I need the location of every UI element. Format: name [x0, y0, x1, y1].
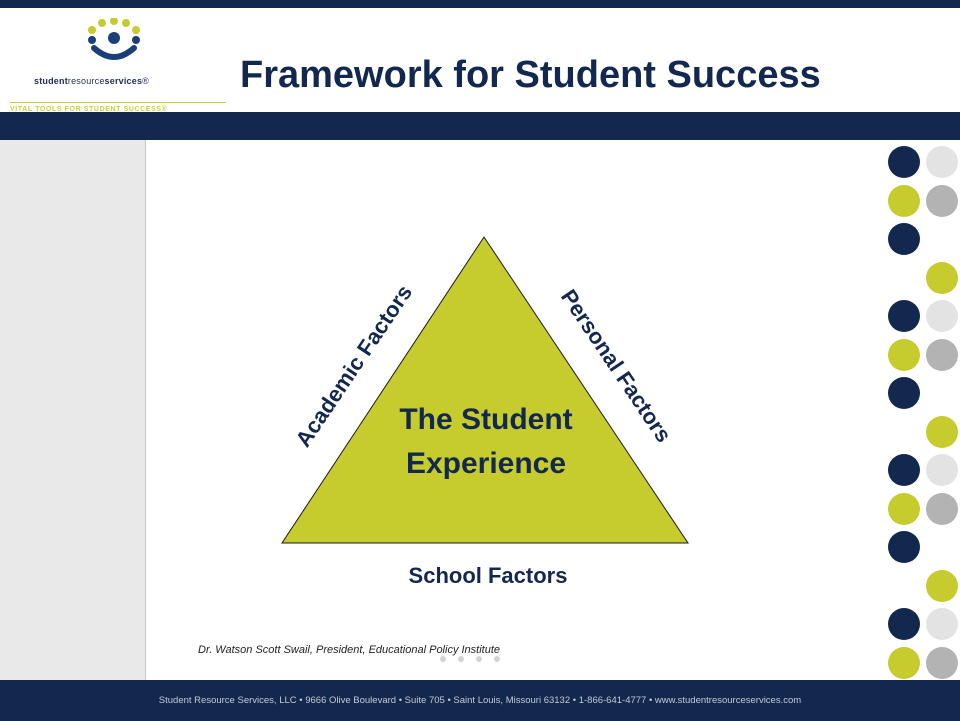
decorative-dot	[888, 338, 920, 371]
logo: studentresourceservices® VITAL TOOLS FOR…	[10, 18, 230, 118]
decorative-dot	[926, 608, 958, 640]
footer-address: Student Resource Services, LLC • 9666 Ol…	[158, 695, 802, 706]
header: studentresourceservices® VITAL TOOLS FOR…	[0, 8, 960, 113]
decorative-dot	[926, 261, 958, 294]
logo-wordmark: studentresourceservices®	[34, 76, 150, 86]
slide-title: Framework for Student Success	[240, 54, 821, 96]
nav-dot	[476, 656, 482, 662]
triangle-diagram: The Student Experience Academic Factors …	[281, 236, 689, 588]
nav-dot	[458, 656, 464, 662]
top-band	[0, 0, 960, 8]
decorative-dot	[926, 300, 958, 332]
decorative-dot	[926, 146, 958, 178]
decorative-dot	[926, 338, 958, 371]
decorative-dot	[888, 646, 920, 679]
decorative-dot	[888, 377, 920, 409]
decorative-dot	[926, 184, 958, 217]
decorative-dot	[888, 454, 920, 486]
decorative-dot	[888, 531, 920, 563]
footer: Student Resource Services, LLC • 9666 Ol…	[0, 680, 960, 721]
decorative-dot	[888, 492, 920, 525]
logo-tagline: VITAL TOOLS FOR STUDENT SUCCESS®	[10, 106, 168, 113]
decorative-dot	[926, 492, 958, 525]
decorative-dot	[926, 646, 958, 679]
center-label-line2: Experience	[406, 447, 566, 480]
decorative-dot	[888, 608, 920, 640]
left-panel	[0, 140, 146, 680]
nav-dot	[440, 656, 446, 662]
school-factors-label: School Factors	[409, 563, 568, 588]
credit-text: Dr. Watson Scott Swail, President, Educa…	[198, 644, 501, 656]
decorative-dot	[926, 415, 958, 448]
decorative-dot	[888, 300, 920, 332]
triangle-shape	[281, 236, 689, 544]
decorative-dot	[926, 454, 958, 486]
logo-mark-icon	[88, 18, 140, 60]
header-band	[0, 112, 960, 140]
decorative-dot	[888, 146, 920, 178]
decorative-dot	[888, 184, 920, 217]
decorative-dot	[888, 223, 920, 255]
decorative-dot	[926, 569, 958, 602]
nav-dot	[494, 656, 500, 662]
center-label-line1: The Student	[399, 403, 572, 436]
logo-rule	[10, 102, 226, 103]
